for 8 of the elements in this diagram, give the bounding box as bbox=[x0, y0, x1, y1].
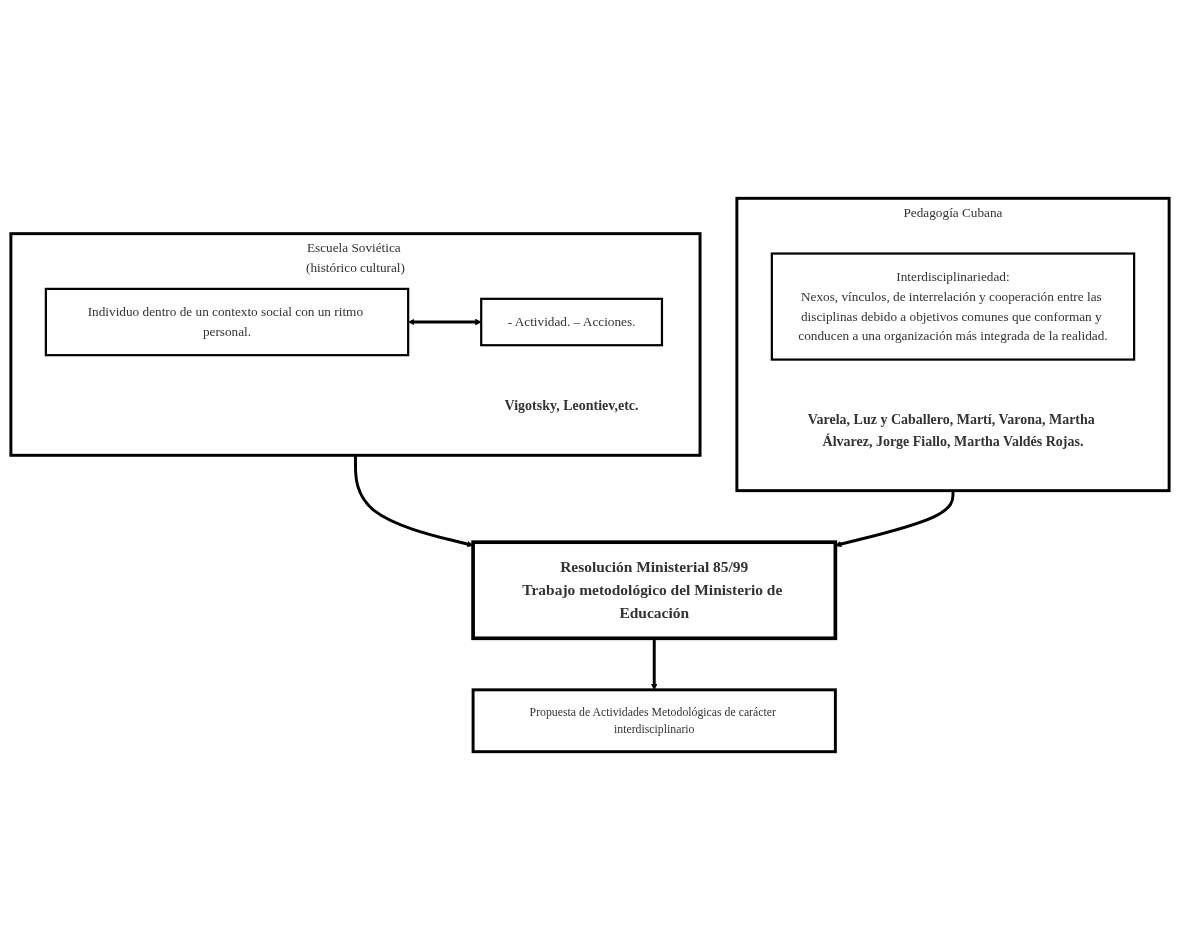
node-box: Interdisciplinariedad: Nexos, vínculos, de interrelación y cooperación entre las disciplinas debido a objetivos comunes que conforman y conducen a una organización más integrada de la realidad. bbox=[770, 251, 1135, 361]
arrow bbox=[407, 318, 481, 325]
node-box: - Actividad. – Acciones. bbox=[479, 297, 663, 346]
node-box: Propuesta de Actividades Metodológicas de carácter interdisciplinario bbox=[471, 687, 837, 753]
arrow bbox=[834, 490, 954, 547]
node-box: Individuo dentro de un contexto social con un ritmo personal. bbox=[44, 287, 409, 356]
node-box: Resolución Ministerial 85/99 Trabajo metodológico del Ministerio de Educación bbox=[470, 539, 837, 640]
arrow bbox=[650, 637, 657, 690]
